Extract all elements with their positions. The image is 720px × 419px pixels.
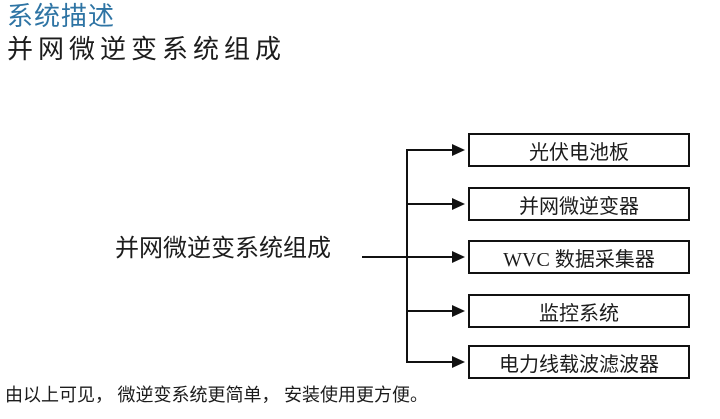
diagram-box-powerline-carrier-filter: 电力线载波滤波器: [468, 345, 690, 379]
page-title: 系统描述: [7, 2, 116, 31]
diagram-root-label: 并网微逆变系统组成: [115, 236, 331, 262]
arrowhead-icon: [452, 251, 465, 263]
arrowhead-icon: [452, 356, 465, 368]
arrowhead-icon: [452, 198, 465, 210]
diagram-box-pv-panel: 光伏电池板: [468, 133, 690, 167]
diagram-box-wvc-data-collector: WVC 数据采集器: [468, 240, 690, 274]
diagram-box-monitoring-system: 监控系统: [468, 294, 690, 328]
diagram-box-micro-inverter: 并网微逆变器: [468, 187, 690, 221]
arrowhead-icon: [452, 305, 465, 317]
section-heading: 并网微逆变系统组成: [7, 35, 287, 64]
footer-note: 由以上可见， 微逆变系统更简单， 安装使用更方便。: [5, 385, 428, 405]
arrowhead-icon: [452, 144, 465, 156]
